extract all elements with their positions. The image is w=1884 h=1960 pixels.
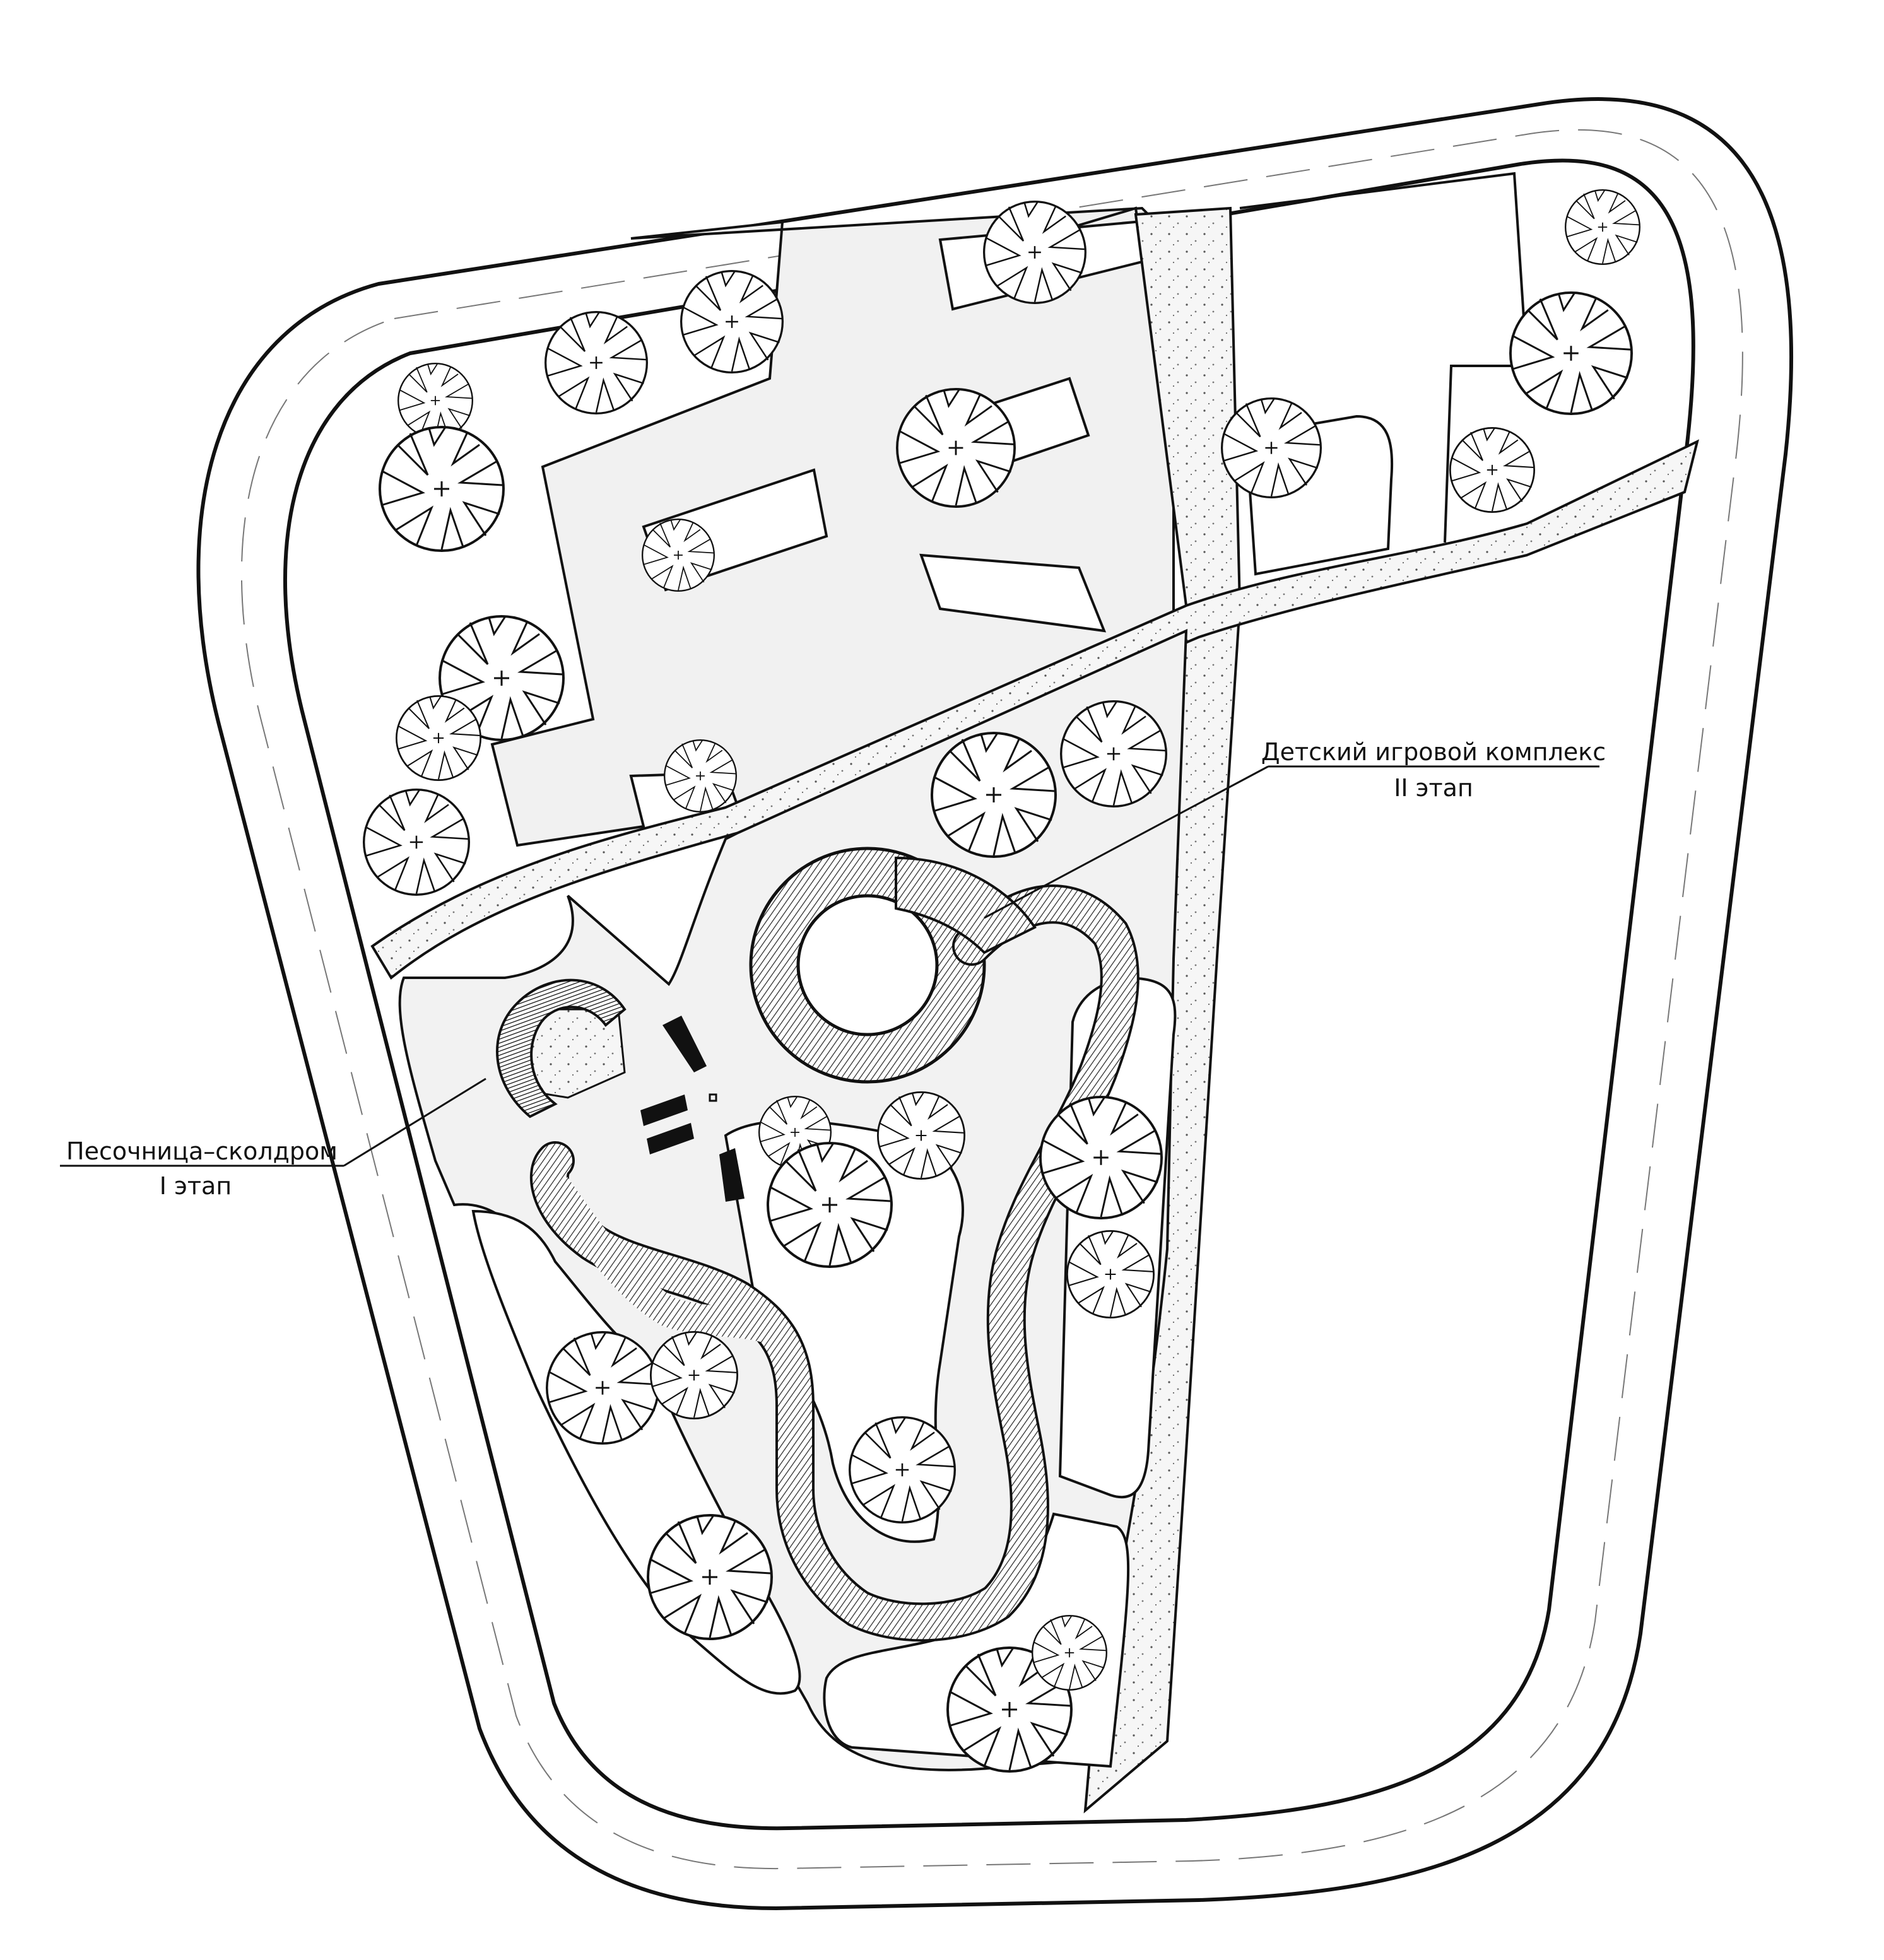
play-link	[895, 856, 1037, 954]
ring-road-outer-edge	[196, 97, 1794, 1911]
diagonal-path	[370, 439, 1699, 980]
tree	[650, 1330, 738, 1420]
bench-3	[647, 1123, 694, 1154]
tree	[983, 201, 1086, 304]
callout-leader	[343, 1077, 486, 1167]
tree	[931, 732, 1057, 858]
tree	[379, 426, 505, 552]
tree	[1449, 426, 1535, 513]
tree	[680, 270, 784, 373]
tree	[1031, 1614, 1108, 1691]
ring-road-centerline	[240, 129, 1743, 1870]
playground-complex	[529, 847, 1139, 1642]
tree	[664, 739, 737, 813]
callout-playground-complex: Детский игровой комплекс II этап	[984, 738, 1606, 919]
tree	[1220, 397, 1322, 499]
callout-title: Детский игровой комплекс	[1261, 738, 1606, 766]
tree	[545, 311, 648, 414]
tree	[1059, 700, 1168, 808]
callout-sandbox-climbing: Песочница–сколдром I этап	[60, 1077, 486, 1200]
building-pad-3	[919, 553, 1107, 633]
callout-title: Песочница–сколдром	[66, 1137, 338, 1165]
play-ring-band-hatch	[532, 887, 1137, 1640]
tree	[1066, 1230, 1155, 1319]
tree	[767, 1142, 893, 1268]
callout-leader	[984, 765, 1269, 919]
tree	[1039, 1095, 1163, 1220]
tree	[877, 1091, 965, 1180]
play-ring-center	[796, 894, 939, 1036]
tree	[1564, 189, 1641, 265]
sandbox-climbing-wall	[495, 978, 782, 1346]
tree	[363, 788, 470, 896]
tree	[848, 1416, 957, 1524]
bench-2	[640, 1094, 688, 1126]
tree	[1509, 291, 1634, 415]
tree	[545, 1331, 659, 1445]
callout-stage: II этап	[1394, 774, 1473, 802]
callout-stage: I этап	[160, 1172, 232, 1200]
climbing-wall-horseshoe	[495, 978, 627, 1118]
bench-1	[662, 1016, 707, 1072]
tree	[647, 1514, 773, 1640]
ribbed-walkway	[543, 1177, 782, 1346]
tree	[896, 388, 1016, 508]
bollard	[709, 1093, 717, 1102]
bench-4	[719, 1148, 745, 1202]
tree	[641, 518, 715, 592]
tree	[395, 695, 482, 782]
